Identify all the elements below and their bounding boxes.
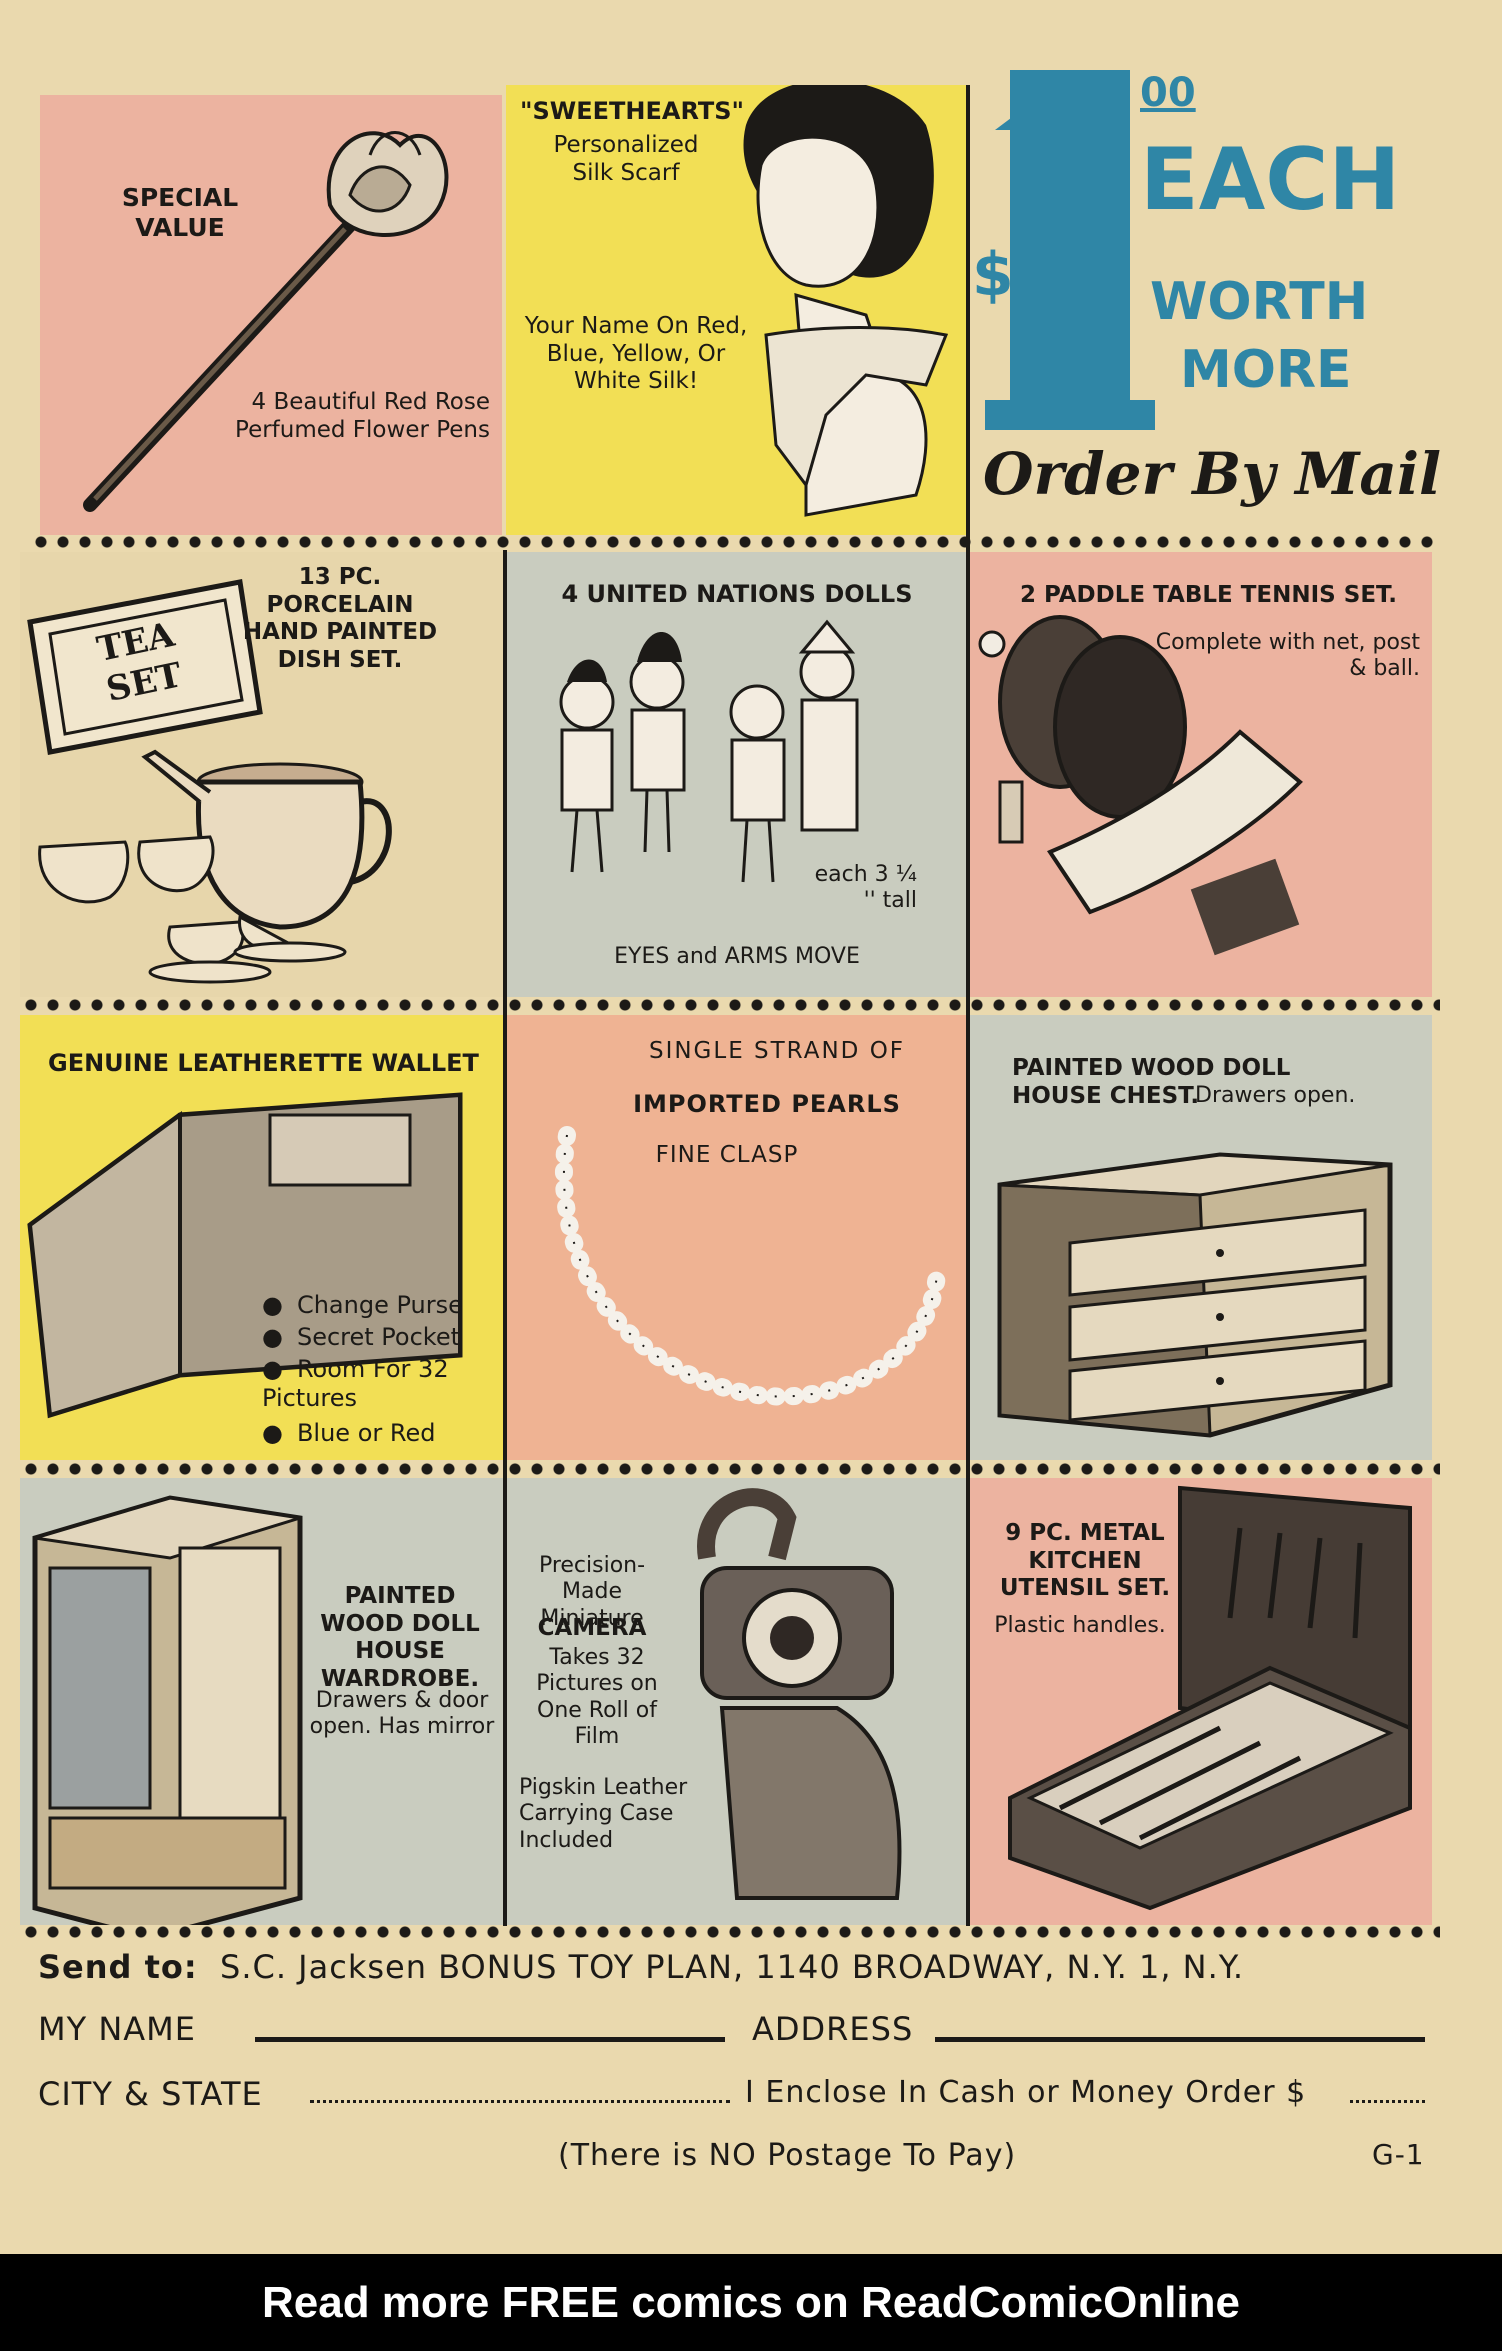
wallet-title: GENUINE LEATHERETTE WALLET xyxy=(48,1049,479,1077)
scarf-description: Your Name On Red, Blue, Yellow, Or White… xyxy=(524,313,748,395)
postage-note: (There is NO Postage To Pay) xyxy=(558,2138,1017,2173)
doll-house-chest-illustration xyxy=(997,1152,1393,1438)
wallet-feature-color: Blue or Red xyxy=(262,1419,436,1448)
kitchen-panel: 9 PC. METAL KITCHEN UTENSIL SET. Plastic… xyxy=(970,1478,1432,1925)
pearls-line3: FINE CLASP xyxy=(655,1142,799,1168)
kitchen-utensil-set-illustration xyxy=(1008,1485,1412,1911)
wallet-feature-secret-pocket: Secret Pocket xyxy=(262,1323,460,1352)
amount-input-line[interactable] xyxy=(1350,2100,1425,2103)
miniature-camera-illustration xyxy=(697,1488,902,1900)
camera-bold: CAMERA xyxy=(537,1615,647,1641)
ad-code: G-1 xyxy=(1372,2138,1425,2171)
address-input-line[interactable] xyxy=(935,2037,1425,2042)
tea-title: 13 PC. PORCELAIN HAND PAINTED DISH SET. xyxy=(242,564,438,673)
pearls-line2: IMPORTED PEARLS xyxy=(633,1090,901,1118)
dolls-note: EYES and ARMS MOVE xyxy=(614,944,860,969)
chest-panel: PAINTED WOOD DOLL HOUSE CHEST. Drawers o… xyxy=(970,1015,1432,1460)
send-to-label: Send to: xyxy=(38,1948,198,1986)
wardrobe-title: PAINTED WOOD DOLL HOUSE WARDROBE. xyxy=(320,1583,480,1692)
doll-house-wardrobe-illustration xyxy=(32,1495,303,1925)
pen-title: SPECIAL VALUE xyxy=(121,183,239,242)
dollar-one-base xyxy=(985,400,1155,430)
scarf-panel: "SWEETHEARTS" Personalized Silk Scarf Yo… xyxy=(506,85,966,535)
rose-pen-illustration xyxy=(83,131,449,512)
camera-panel: Precision-Made Miniature CAMERA Takes 32… xyxy=(507,1478,967,1925)
dollar-sign: $ xyxy=(972,240,1014,310)
scarf-title: "SWEETHEARTS" xyxy=(520,97,745,125)
city-state-input-line[interactable] xyxy=(310,2100,730,2103)
chest-title: PAINTED WOOD DOLL HOUSE CHEST. xyxy=(1012,1055,1291,1109)
name-label: MY NAME xyxy=(38,2010,196,2048)
camera-line2: Takes 32 Pictures on One Roll of Film xyxy=(536,1645,658,1750)
dotted-divider xyxy=(20,998,1440,1012)
order-by-mail: Order By Mail xyxy=(983,440,1442,508)
price-cents: 00 xyxy=(1140,70,1196,116)
mailing-address: S.C. Jacksen BONUS TOY PLAN, 1140 BROADW… xyxy=(220,1948,1245,1986)
dolls-title: 4 UNITED NATIONS DOLLS xyxy=(561,580,913,608)
each-label: EACH xyxy=(1140,130,1401,230)
camera-line1: Precision-Made Miniature xyxy=(538,1553,646,1631)
advertisement-page: SPECIAL VALUE 4 Beautiful Red Rose Perfu… xyxy=(0,0,1502,2254)
tea-panel: TEA SET 13 PC. PORCELAIN HAND PAINTED DI… xyxy=(20,552,504,997)
dollar-one-stem xyxy=(1010,70,1130,430)
wallet-feature-change-purse: Change Purse xyxy=(262,1291,463,1320)
faded-header xyxy=(330,10,1230,50)
tennis-title: 2 PADDLE TABLE TENNIS SET. xyxy=(1020,582,1397,608)
dotted-divider xyxy=(20,1462,1440,1476)
camera-case: Pigskin Leather Carrying Case Included xyxy=(519,1775,688,1853)
dotted-divider xyxy=(20,1925,1440,1939)
woman-illustration xyxy=(743,85,949,517)
tennis-description: Complete with net, post & ball. xyxy=(1155,630,1420,682)
wallet-feature-room: Room For 32 Pictures xyxy=(262,1355,492,1413)
column-divider xyxy=(966,85,970,1926)
enclose-label: I Enclose In Cash or Money Order $ xyxy=(745,2075,1307,2110)
name-input-line[interactable] xyxy=(255,2037,725,2042)
tennis-panel: 2 PADDLE TABLE TENNIS SET. Complete with… xyxy=(970,552,1432,997)
column-divider xyxy=(503,550,507,1926)
wallet-panel: GENUINE LEATHERETTE WALLET Change Purse … xyxy=(20,1015,504,1460)
pearl-necklace-illustration xyxy=(554,1126,946,1406)
pearls-panel: SINGLE STRAND OF IMPORTED PEARLS FINE CL… xyxy=(507,1015,967,1460)
tea-set-illustration xyxy=(27,579,392,984)
address-label: ADDRESS xyxy=(752,2010,914,2048)
pearls-line1: SINGLE STRAND OF xyxy=(648,1038,906,1064)
pen-description: 4 Beautiful Red Rose Perfumed Flower Pen… xyxy=(235,389,490,443)
scarf-subtitle: Personalized Silk Scarf xyxy=(553,132,699,186)
dolls-panel: 4 UNITED NATIONS DOLLS each 3 ¼ '' tall … xyxy=(507,552,967,997)
dolls-illustration xyxy=(559,619,859,883)
wardrobe-description: Drawers & door open. Has mirror xyxy=(309,1688,495,1740)
pen-panel: SPECIAL VALUE 4 Beautiful Red Rose Perfu… xyxy=(40,95,502,535)
kitchen-title: 9 PC. METAL KITCHEN UTENSIL SET. xyxy=(999,1520,1171,1602)
more-label: MORE xyxy=(1180,340,1352,400)
dolls-size: each 3 ¼ '' tall xyxy=(814,862,917,914)
kitchen-description: Plastic handles. xyxy=(994,1613,1166,1638)
city-state-label: CITY & STATE xyxy=(38,2075,263,2113)
read-more-banner[interactable]: Read more FREE comics on ReadComicOnline xyxy=(0,2254,1502,2351)
tennis-set-illustration xyxy=(978,615,1303,956)
chest-description: Drawers open. xyxy=(1195,1083,1356,1108)
wardrobe-panel: PAINTED WOOD DOLL HOUSE WARDROBE. Drawer… xyxy=(20,1478,504,1925)
worth-label: WORTH xyxy=(1150,272,1369,332)
dotted-divider xyxy=(30,535,1440,549)
